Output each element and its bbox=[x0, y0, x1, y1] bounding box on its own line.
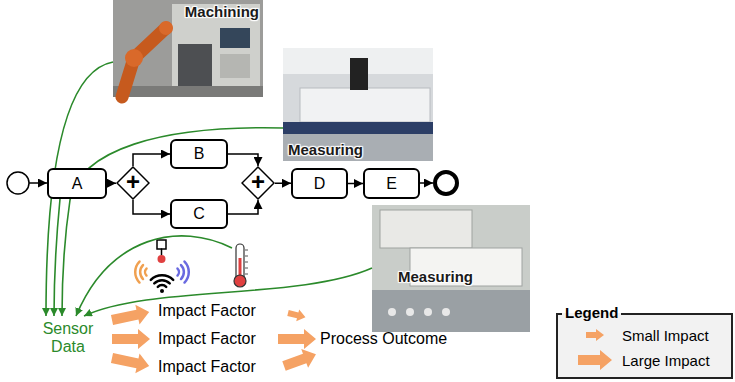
wifi-dot bbox=[160, 289, 164, 293]
machine-window bbox=[178, 44, 212, 88]
gateway-diamond: + bbox=[116, 166, 150, 200]
machining-photo bbox=[113, 0, 263, 97]
legend-title: Legend bbox=[562, 304, 621, 322]
box-label: E bbox=[386, 175, 397, 193]
small-impact-arrow bbox=[586, 329, 604, 341]
gateway-diamond: + bbox=[241, 166, 275, 200]
robot-joint bbox=[125, 49, 143, 67]
large-impact-arrow bbox=[110, 302, 151, 329]
process-box: D bbox=[291, 168, 348, 199]
data-flow bbox=[46, 62, 113, 316]
control-panel bbox=[372, 290, 530, 332]
outcome-label: Process Outcome bbox=[320, 330, 447, 348]
photo-ground bbox=[113, 0, 263, 97]
large-impact-arrow bbox=[278, 329, 316, 349]
box-label: C bbox=[193, 205, 205, 223]
box-label: A bbox=[72, 175, 83, 193]
end-event bbox=[435, 172, 457, 194]
box-label: B bbox=[194, 145, 205, 163]
button bbox=[406, 308, 414, 316]
wifi-arcs bbox=[151, 275, 173, 287]
gateway-symbol: + bbox=[126, 170, 140, 194]
data-flows bbox=[46, 62, 372, 316]
machine-cabinet bbox=[172, 4, 260, 94]
thermometer-icon bbox=[234, 244, 248, 287]
photo-panel: Measuring bbox=[283, 48, 433, 161]
sequence-flow bbox=[348, 183, 363, 185]
signal-arcs bbox=[178, 262, 189, 283]
photo-panel: Measuring bbox=[372, 205, 530, 332]
large-impact-arrow bbox=[110, 348, 151, 375]
sensor-stem bbox=[161, 249, 163, 255]
impact-factor-label: Impact Factor bbox=[158, 330, 256, 348]
legend-entry: Large Impact bbox=[578, 349, 710, 371]
diamond-shape bbox=[242, 167, 274, 199]
photo-label: Measuring bbox=[398, 268, 473, 285]
large-impact-arrow bbox=[578, 350, 612, 370]
robot-arm bbox=[122, 28, 166, 97]
sequence-flow bbox=[133, 154, 170, 166]
sequence-flow bbox=[107, 183, 116, 185]
diamond-shape bbox=[117, 167, 149, 199]
legend-entry: Small Impact bbox=[578, 324, 709, 346]
photo-ground bbox=[372, 205, 530, 332]
sensor-data-label: Sensor Data bbox=[38, 320, 98, 356]
sensor-icon bbox=[135, 240, 189, 293]
button bbox=[388, 308, 396, 316]
start-event bbox=[7, 172, 29, 194]
sensor-box bbox=[157, 240, 166, 249]
impact-factor-label: Impact Factor bbox=[158, 358, 256, 376]
small-impact-arrow bbox=[287, 307, 307, 323]
photo-label: Measuring bbox=[288, 141, 363, 158]
thermometer-ticks bbox=[245, 250, 248, 274]
measuring-machine bbox=[300, 88, 430, 122]
sequence-flow bbox=[275, 183, 291, 185]
control-panel bbox=[220, 54, 250, 78]
gateway-symbol: + bbox=[251, 170, 265, 194]
thermometer-bulb bbox=[234, 275, 246, 287]
button bbox=[442, 308, 450, 316]
sequence-flow bbox=[228, 154, 258, 166]
legend-swatch bbox=[578, 324, 614, 346]
process-box: C bbox=[170, 199, 228, 229]
impact-arrows bbox=[110, 302, 319, 375]
photo-ground bbox=[283, 48, 433, 161]
measuring-photo bbox=[372, 205, 530, 332]
impact-factor-label: Impact Factor bbox=[158, 302, 256, 320]
button bbox=[424, 308, 432, 316]
sensor-dot bbox=[158, 255, 166, 263]
floor bbox=[113, 86, 263, 97]
process-box: A bbox=[47, 168, 107, 199]
floor bbox=[283, 134, 433, 161]
measuring-photo bbox=[283, 48, 433, 161]
machine-frame bbox=[380, 210, 472, 248]
process-box: B bbox=[170, 139, 228, 169]
robot-joint bbox=[159, 21, 173, 35]
photo-label: Machining bbox=[185, 3, 259, 20]
large-impact-arrow bbox=[281, 345, 320, 375]
sequence-flow bbox=[228, 200, 258, 214]
data-flow bbox=[62, 128, 283, 316]
control-screen bbox=[220, 28, 250, 48]
legend-label: Large Impact bbox=[622, 352, 710, 369]
legend-label: Small Impact bbox=[622, 327, 709, 344]
signal-arcs bbox=[135, 262, 146, 283]
sequence-flow bbox=[29, 182, 47, 184]
sequence-flow bbox=[420, 182, 433, 184]
legend-swatch bbox=[578, 349, 614, 371]
sequence-flow bbox=[133, 200, 170, 214]
box-label: D bbox=[314, 175, 326, 193]
probe-head bbox=[350, 58, 368, 90]
legend-box bbox=[556, 313, 733, 379]
process-box: E bbox=[363, 168, 420, 199]
photo-panel: Machining bbox=[113, 0, 263, 97]
large-impact-arrow bbox=[112, 329, 150, 349]
data-flow bbox=[54, 199, 60, 316]
machine-base bbox=[283, 122, 433, 134]
